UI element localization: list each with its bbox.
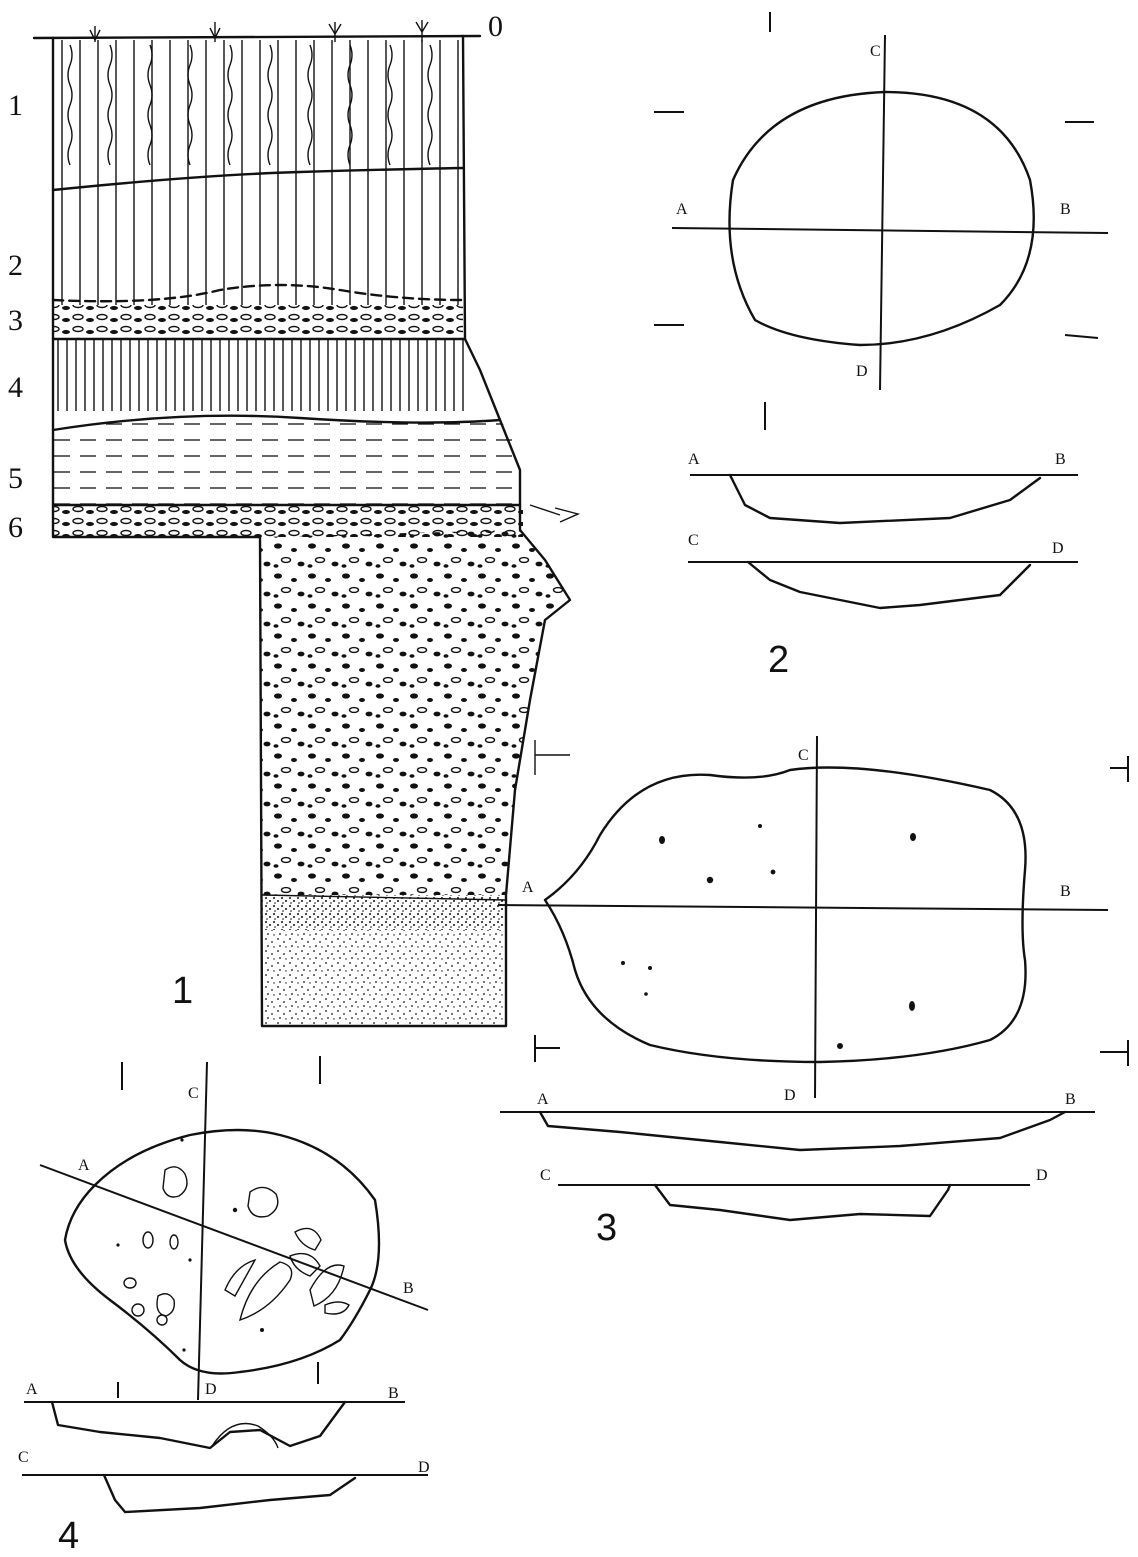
layer-5-fill — [53, 415, 520, 505]
panel-4-label-c: C — [188, 1085, 199, 1102]
panel-4-axis-ab — [39, 1164, 429, 1311]
layer-label-6: 6 — [8, 511, 23, 544]
panel-3-label-d: D — [784, 1087, 796, 1104]
panel-2-axis-ab — [671, 227, 1109, 234]
panel-3-section-ab — [538, 1110, 1067, 1152]
layer-boundaries — [51, 166, 522, 507]
panel-2-label-a: A — [676, 201, 688, 218]
panel-4-label-d: D — [205, 1381, 217, 1398]
panel-2-pit-plan: A B C D A B C D 2 — [654, 12, 1109, 681]
layer-2-fill — [53, 185, 463, 305]
panel-4-axis-cd — [197, 1061, 208, 1401]
panel-4-section-cd-right: D — [418, 1459, 430, 1476]
panel-4-section-ab-stone — [211, 1422, 279, 1449]
ground-surface-line — [32, 34, 482, 40]
panel-4-pit-outline — [63, 1128, 381, 1375]
panel-3-pit-outline — [543, 766, 1027, 1064]
panel-3-label-c: C — [798, 747, 809, 764]
panel-3-section-ab-left: A — [537, 1091, 549, 1108]
panel-3-section-ab-right: B — [1065, 1091, 1076, 1108]
panel-1-section-drawing: 0 — [8, 10, 581, 1028]
layer-label-3: 3 — [8, 304, 23, 337]
layer-6-fill — [53, 505, 523, 537]
section-outline — [51, 34, 572, 1028]
section-tick-marker — [534, 740, 570, 775]
panel-2-axis-cd — [879, 34, 886, 391]
panel-2-section-ab — [728, 473, 1042, 525]
side-arrow-marker — [529, 504, 581, 523]
panel-3-axis-cd — [814, 735, 818, 1099]
layer-label-5: 5 — [8, 462, 23, 495]
root-lines — [67, 44, 433, 166]
panel-4-label-b: B — [403, 1280, 414, 1297]
layer-fills — [53, 40, 570, 1026]
panel-4-section-ab-right: B — [388, 1385, 399, 1402]
panel-3-finds — [621, 824, 916, 1049]
sand-base-fill — [262, 930, 506, 1026]
panel-4-section-cd-left: C — [18, 1449, 29, 1466]
panel-4-pit-plan: A B C D A B C D 4 — [18, 1056, 430, 1557]
panel-2-section-ab-right: B — [1055, 451, 1066, 468]
panel-4-caption: 4 — [58, 1515, 79, 1557]
panel-2-label-d: D — [856, 363, 868, 380]
panel-3-corner-ticks — [534, 756, 1129, 1066]
panel-2-pit-outline — [728, 90, 1035, 347]
panel-4-stones — [123, 1166, 350, 1326]
panel-2-section-ab-left: A — [688, 451, 700, 468]
panel-4-section-cd — [102, 1473, 357, 1514]
gravel-layer-fill — [260, 530, 570, 895]
gravel-base-line — [261, 894, 507, 901]
layer-1-fill — [53, 40, 463, 185]
layer-label-1: 1 — [8, 89, 23, 122]
panel-2-corner-ticks — [654, 12, 1099, 430]
panel-3-section-cd-right: D — [1036, 1167, 1048, 1184]
panel-3-label-b: B — [1060, 883, 1071, 900]
panel-4-section-ab-left: A — [26, 1381, 38, 1398]
sand-band-fill — [262, 895, 506, 930]
panel-4-section-ab — [50, 1400, 347, 1450]
panel-2-section-cd — [746, 560, 1032, 610]
panel-1-caption: 1 — [172, 970, 193, 1012]
layer-label-4: 4 — [8, 371, 23, 404]
panel-4-label-a: A — [78, 1157, 90, 1174]
panel-3-label-a: A — [522, 879, 534, 896]
panel-3-axis-ab — [497, 904, 1109, 911]
panel-4-corner-ticks — [117, 1056, 321, 1398]
surface-zero-label: 0 — [488, 10, 503, 43]
panel-3-caption: 3 — [596, 1207, 617, 1249]
panel-2-section-cd-right: D — [1052, 540, 1064, 557]
panel-2-section-cd-left: C — [688, 532, 699, 549]
layer-3-fill — [53, 305, 463, 339]
panel-3-section-cd — [653, 1183, 952, 1222]
vegetation-symbols — [89, 20, 429, 42]
layer-label-2: 2 — [8, 249, 23, 282]
panel-3-section-cd-left: C — [540, 1167, 551, 1184]
panel-3-pit-plan: A B C D A B C D 3 — [497, 735, 1129, 1249]
panel-4-small-finds — [116, 1138, 264, 1352]
panel-2-label-b: B — [1060, 201, 1071, 218]
layer-labels: 1 2 3 4 5 6 — [8, 89, 23, 544]
panel-2-label-c: C — [870, 43, 881, 60]
layer-4-fill — [53, 339, 465, 411]
panel-2-caption: 2 — [768, 639, 789, 681]
